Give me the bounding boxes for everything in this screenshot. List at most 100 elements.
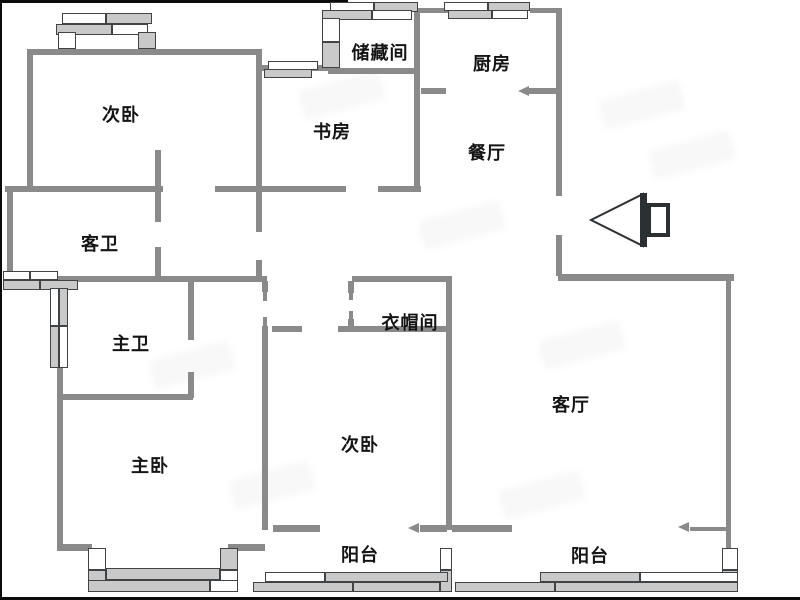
wall xyxy=(188,281,194,340)
window xyxy=(322,42,340,68)
window xyxy=(106,568,220,580)
wall xyxy=(57,544,92,551)
wall xyxy=(262,326,268,530)
room-label-cloakroom: 衣帽间 xyxy=(381,313,439,333)
entrance-arrow-icon xyxy=(588,192,670,248)
window xyxy=(56,24,112,35)
wall xyxy=(558,274,734,281)
wall xyxy=(256,260,262,280)
door-jamb-tick xyxy=(349,311,353,319)
window xyxy=(88,548,106,570)
door-slide-arrow-icon xyxy=(678,522,689,532)
window xyxy=(322,18,340,42)
wall xyxy=(352,276,452,282)
window xyxy=(59,288,68,326)
window xyxy=(30,271,58,280)
room-label-dining: 餐厅 xyxy=(468,143,506,163)
wall xyxy=(256,49,262,190)
wall xyxy=(726,281,731,550)
window xyxy=(455,582,555,592)
room-label-study: 书房 xyxy=(313,122,351,142)
door-slide-arrow-icon xyxy=(408,523,419,533)
room-label-kitchen: 厨房 xyxy=(473,54,511,74)
wall xyxy=(27,49,33,190)
wall xyxy=(328,68,420,74)
room-label-balcony-left: 阳台 xyxy=(341,545,379,565)
window xyxy=(112,24,148,35)
wall xyxy=(228,544,265,551)
wall xyxy=(155,150,161,222)
wall xyxy=(256,190,262,232)
watermark-smudge xyxy=(597,79,687,131)
wall xyxy=(348,281,354,293)
window xyxy=(264,69,312,78)
wall xyxy=(273,525,320,532)
window xyxy=(50,326,59,368)
wall xyxy=(262,281,268,292)
door-jamb-tick xyxy=(263,317,267,326)
watermark-smudge xyxy=(497,469,587,521)
wall xyxy=(57,366,63,550)
window xyxy=(58,32,76,49)
door-jamb-tick xyxy=(690,527,728,531)
window xyxy=(555,582,738,592)
wall xyxy=(414,10,420,190)
wall xyxy=(420,525,447,532)
wall xyxy=(418,8,454,13)
wall xyxy=(556,10,562,196)
wall xyxy=(262,186,346,192)
wall xyxy=(421,88,446,94)
room-label-balcony-right: 阳台 xyxy=(571,546,609,566)
window xyxy=(448,10,492,19)
wall xyxy=(188,372,194,398)
watermark-smudge xyxy=(227,459,317,511)
room-label-living-room: 客厅 xyxy=(552,395,590,415)
window xyxy=(59,326,68,368)
door-jamb-tick xyxy=(349,292,353,300)
wall xyxy=(530,8,562,13)
wall xyxy=(446,281,452,530)
image-border-line xyxy=(0,0,348,3)
door-jamb-tick xyxy=(263,292,267,301)
wall xyxy=(155,247,161,279)
room-label-master-bath: 主卫 xyxy=(112,334,150,354)
watermark-smudge xyxy=(647,129,737,181)
wall xyxy=(348,319,354,332)
window xyxy=(372,10,412,20)
watermark-smudge xyxy=(537,319,627,371)
wall xyxy=(27,49,262,55)
wall xyxy=(7,188,13,278)
wall xyxy=(452,525,512,532)
window xyxy=(138,32,156,49)
window xyxy=(88,580,210,592)
window xyxy=(50,288,59,326)
window xyxy=(3,280,40,290)
window xyxy=(3,271,30,280)
room-label-guest-bath: 客卫 xyxy=(81,234,119,254)
window xyxy=(322,10,372,20)
window xyxy=(492,10,528,19)
window xyxy=(640,572,738,582)
wall xyxy=(5,276,267,282)
window xyxy=(325,572,448,582)
door-slide-arrow-icon xyxy=(518,86,529,96)
room-label-storage: 储藏间 xyxy=(351,43,409,63)
window xyxy=(210,580,238,592)
window xyxy=(253,582,353,592)
wall xyxy=(556,235,562,276)
window xyxy=(265,572,325,582)
window xyxy=(106,13,152,24)
room-label-bedroom-top: 次卧 xyxy=(102,105,140,125)
window xyxy=(440,548,452,570)
watermark-smudge xyxy=(417,199,507,251)
wall xyxy=(5,186,163,192)
window xyxy=(722,548,738,570)
window xyxy=(353,582,440,592)
window xyxy=(62,13,106,24)
wall xyxy=(378,186,421,192)
wall xyxy=(57,394,193,400)
wall xyxy=(528,88,558,94)
wall xyxy=(272,326,302,332)
wall xyxy=(338,326,452,332)
